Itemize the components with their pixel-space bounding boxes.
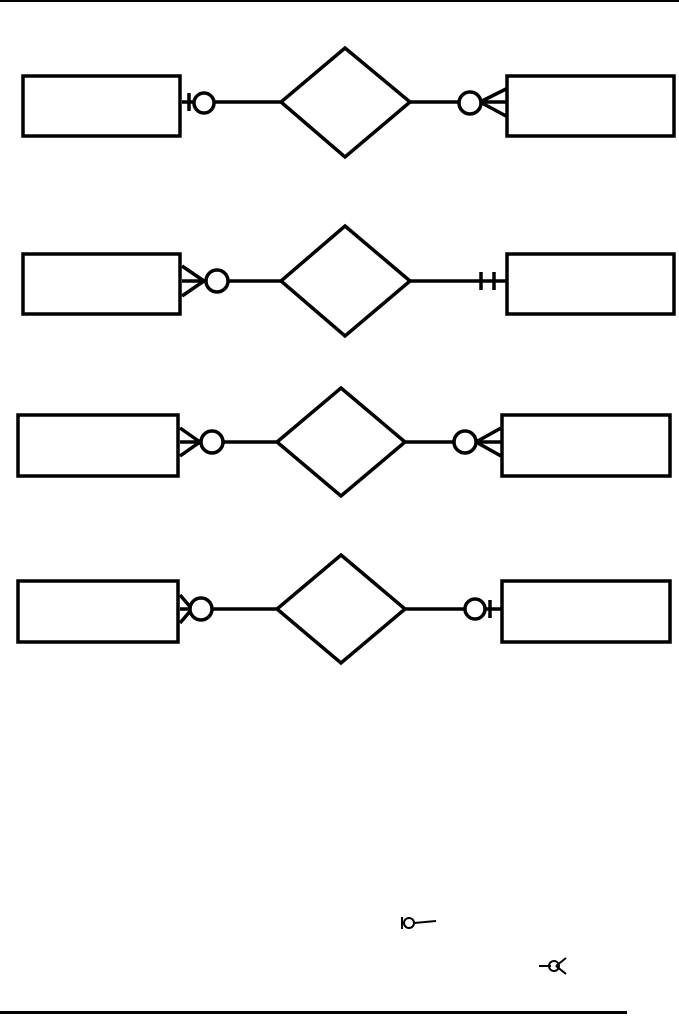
zero-or-many-marker bbox=[181, 264, 230, 298]
zero-or-one-marker bbox=[463, 597, 492, 621]
zero-or-many-marker bbox=[178, 593, 214, 625]
entity-box-right[interactable] bbox=[505, 74, 676, 138]
entity-box-left[interactable] bbox=[16, 413, 180, 478]
one-and-only-one-marker bbox=[479, 272, 496, 290]
entity-box-left[interactable] bbox=[21, 74, 182, 138]
zero-or-many-marker bbox=[178, 426, 225, 458]
entity-box-right[interactable] bbox=[505, 252, 676, 316]
page-bottom-rule bbox=[0, 1011, 627, 1014]
relationship-row-4 bbox=[16, 552, 672, 666]
legend-zero-or-many-icon bbox=[539, 957, 567, 975]
zero-or-many-marker bbox=[457, 87, 507, 118]
entity-box-right[interactable] bbox=[500, 413, 672, 478]
relationship-diamond[interactable] bbox=[274, 385, 408, 499]
entity-box-left[interactable] bbox=[16, 579, 180, 644]
legend-zero-or-one-icon bbox=[401, 917, 437, 929]
zero-or-many-marker bbox=[452, 426, 502, 458]
relationship-diamond[interactable] bbox=[278, 223, 413, 339]
entity-box-left[interactable] bbox=[21, 252, 182, 316]
entity-box-right[interactable] bbox=[500, 579, 672, 644]
relationship-row-1 bbox=[21, 45, 676, 160]
relationship-row-2 bbox=[21, 223, 676, 339]
relationship-row-3 bbox=[16, 385, 672, 499]
relationship-diamond[interactable] bbox=[274, 552, 408, 666]
zero-or-one-marker bbox=[187, 91, 216, 115]
relationship-diamond[interactable] bbox=[278, 45, 413, 160]
page-top-rule bbox=[0, 0, 679, 2]
